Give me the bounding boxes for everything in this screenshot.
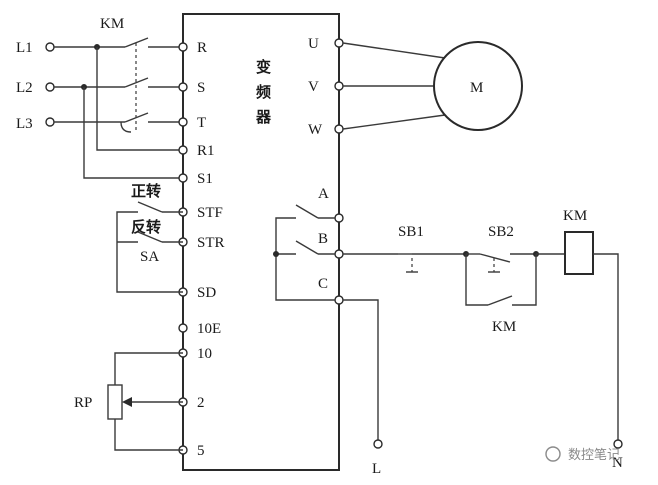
terminal-label-str: STR xyxy=(197,235,225,251)
motor-output: U V W M xyxy=(308,36,523,138)
motor-symbol xyxy=(433,41,523,131)
terminal-label-sd: SD xyxy=(197,285,216,301)
terminal-label-10: 10 xyxy=(197,346,212,362)
input-label-l1: L1 xyxy=(16,40,33,56)
terminal-u xyxy=(334,38,344,48)
inverter-title-char-2: 频 xyxy=(256,83,271,101)
relay-output: A B C xyxy=(273,186,344,305)
selector-switch-sa: 正转 反转 SA xyxy=(116,182,183,293)
terminal-label-10e: 10E xyxy=(197,321,221,337)
input-terminal-l3 xyxy=(45,117,55,127)
coil-label: KM xyxy=(563,208,587,224)
inverter-title-char-3: 器 xyxy=(255,108,272,126)
terminal-label-stf: STF xyxy=(197,205,223,221)
input-terminal-l2 xyxy=(45,82,55,92)
terminal-label-b: B xyxy=(318,231,328,247)
neutral-terminal xyxy=(613,439,623,449)
potentiometer-rp: RP xyxy=(74,352,183,451)
input-label-l2: L2 xyxy=(16,80,33,96)
terminal-label-5: 5 xyxy=(197,443,205,459)
supply-inputs: L1 L2 L3 xyxy=(16,40,183,179)
terminal-label-v: V xyxy=(308,79,319,95)
hold-contact-label: KM xyxy=(492,319,516,335)
terminal-10e xyxy=(178,323,188,333)
watermark-text: 数控笔记 xyxy=(568,447,620,463)
reverse-label: 反转 xyxy=(131,218,161,236)
terminal-label-2: 2 xyxy=(197,395,205,411)
terminal-v xyxy=(334,81,344,91)
contactor-label: KM xyxy=(100,16,124,32)
terminal-label-r: R xyxy=(197,40,207,56)
contactor-km-main: KM xyxy=(100,16,183,133)
terminal-a xyxy=(334,213,344,223)
start-button-label: SB2 xyxy=(488,224,514,240)
terminal-c xyxy=(334,295,344,305)
terminal-label-w: W xyxy=(308,122,323,138)
terminal-s xyxy=(178,82,188,92)
terminal-label-a: A xyxy=(318,186,329,202)
terminal-label-c: C xyxy=(318,276,328,292)
coil-km xyxy=(564,231,594,275)
stop-button-label: SB1 xyxy=(398,224,424,240)
terminal-label-r1: R1 xyxy=(197,143,215,159)
terminal-label-s: S xyxy=(197,80,205,96)
line-label: L xyxy=(372,461,381,477)
terminal-label-s1: S1 xyxy=(197,171,213,187)
terminal-t xyxy=(178,117,188,127)
watermark: 数控笔记 xyxy=(545,446,620,463)
control-circuit: SB1 SB2 KM KM N L xyxy=(343,208,623,477)
neutral-label: N xyxy=(612,455,623,471)
inverter-input-terminals: R S T R1 S1 STF STR SD 10E 10 2 5 xyxy=(178,40,225,459)
line-terminal xyxy=(373,439,383,449)
potentiometer-body xyxy=(107,384,123,420)
motor-label: M xyxy=(470,80,483,96)
terminal-r1 xyxy=(178,145,188,155)
input-label-l3: L3 xyxy=(16,116,33,132)
forward-label: 正转 xyxy=(131,182,161,200)
terminal-w xyxy=(334,124,344,134)
potentiometer-label: RP xyxy=(74,395,92,411)
terminal-r xyxy=(178,42,188,52)
terminal-b xyxy=(334,249,344,259)
terminal-label-u: U xyxy=(308,36,319,52)
switch-name: SA xyxy=(140,249,159,265)
wiper-arrow xyxy=(122,397,132,407)
inverter-title-char-1: 变 xyxy=(256,58,271,76)
terminal-s1 xyxy=(178,173,188,183)
input-terminal-l1 xyxy=(45,42,55,52)
terminal-label-t: T xyxy=(197,115,206,131)
